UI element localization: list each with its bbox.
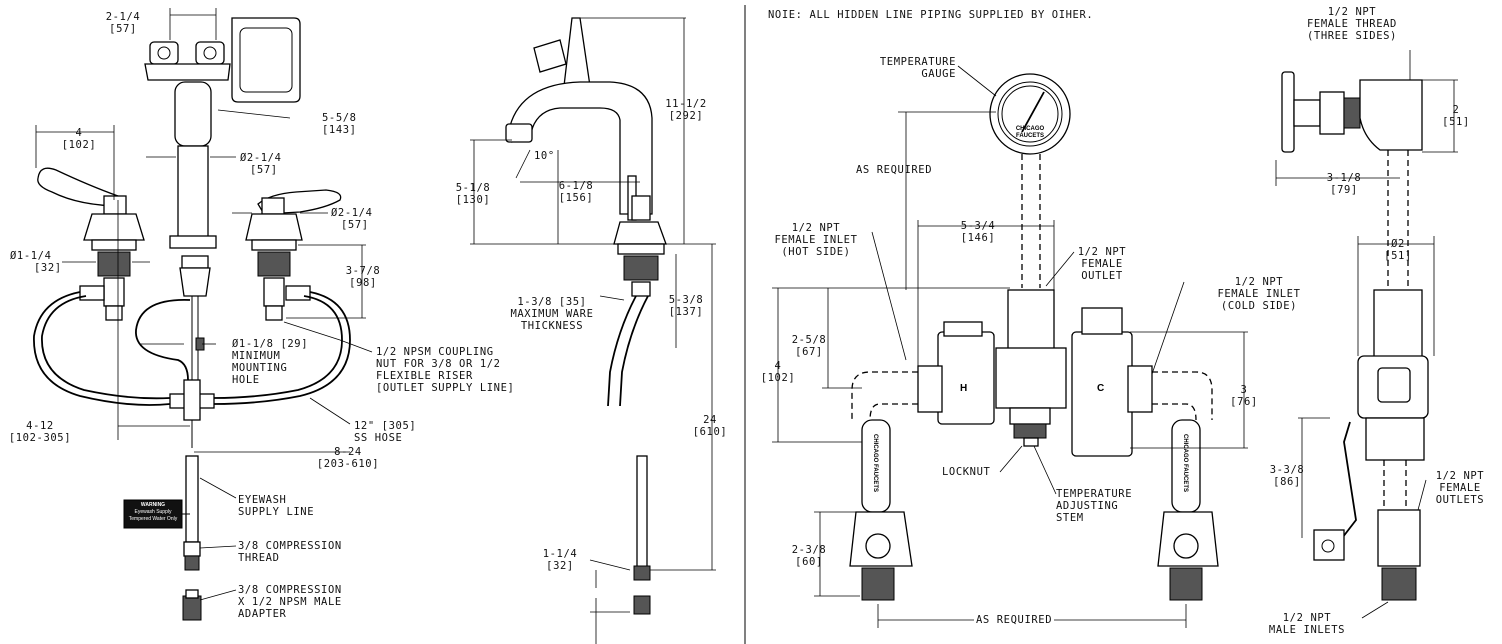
dim-supply-length: 24[610] [692,414,728,438]
dim-handle-offset: 5-5/8[143] [322,112,357,136]
locknut [1013,423,1047,439]
dim-shank: 5-3/8[137] [668,294,704,318]
end-ball-lever [1335,421,1357,547]
spout-column [174,81,212,147]
front-view-faucet [33,8,373,621]
dim-valve-width: 5-3/4[146] [960,220,996,244]
end-view-valve [1275,50,1458,619]
dim-valve-diameter: Ø2-1/4[57] [331,207,373,231]
as-required-horizontal: AS REQUIRED [974,614,1055,626]
cold-mark: C [1097,383,1105,394]
knob-left [149,41,179,65]
dim-handle-width: 4[102] [61,127,97,151]
dim-inlet-height: 2-5/8[67] [791,334,827,358]
hose-left [33,291,171,406]
dim-spout-height: 5-1/8[130] [455,182,491,206]
riser-hose [135,299,191,381]
dim-end-valve: 3-3/8[86] [1269,464,1305,488]
end-tee [1359,79,1423,151]
dim-spread: 4-12[102-305] [8,420,72,444]
valve-outlet [1007,289,1055,351]
cold-valve-brand: CHICAGO FAUCETS [1182,433,1188,492]
hose-right [213,291,351,405]
as-required-vertical: AS REQUIRED [856,164,933,176]
side-view-faucet [470,17,716,644]
dim-body-right: 3[76] [1230,384,1258,408]
dim-top-width: 2-1/4[57] [105,11,141,35]
dim-end-offset: 3-1/8[79] [1326,172,1362,196]
dim-base-diameter: Ø1-1/4[32] [10,250,62,274]
spout-angle: 10° [534,150,555,162]
hot-mark: H [960,383,968,394]
dim-total-height: 11-1/2[292] [665,98,707,122]
dim-end-depth: 2[51] [1442,104,1470,128]
end-ball-valve [1377,509,1421,567]
eyewash-supply-line [185,455,199,543]
hot-inlet-block [937,331,995,425]
knob-right [195,41,225,65]
locknut-callout: LOCKNUT [942,466,991,478]
mixing-valve-front [772,65,1248,628]
side-knob [533,39,567,73]
side-paddle [563,17,591,87]
dim-spout-diameter: Ø2-1/4[57] [240,152,282,176]
cold-inlet-block [1071,331,1133,457]
hose-callout: 12" [305]SS HOSE [354,420,417,444]
end-valve-top [1373,289,1423,359]
hot-valve-brand: CHICAGO FAUCETS [872,433,878,492]
dim-valve-height-bottom: 2-3/8[60] [791,544,827,568]
side-lever [607,295,637,407]
end-gauge-face [1281,71,1295,153]
valve-body [995,347,1067,409]
piping-note: NOIE: ALL HIDDEN LINE PIPING SUPPLIED BY… [768,9,1094,21]
dim-valve-height: 3-7/8[98] [345,265,381,289]
paddle-handle [231,17,301,103]
dim-hose-reach: 8-24[203-610] [316,446,380,470]
dim-spout-reach: 6-1/8[156] [558,180,594,204]
dim-fitting: 1-1/4[32] [542,548,578,572]
dim-end-diameter: Ø2[51] [1384,238,1412,262]
npsm-adapter [182,595,202,621]
dim-body-height: 4[102] [760,360,796,384]
